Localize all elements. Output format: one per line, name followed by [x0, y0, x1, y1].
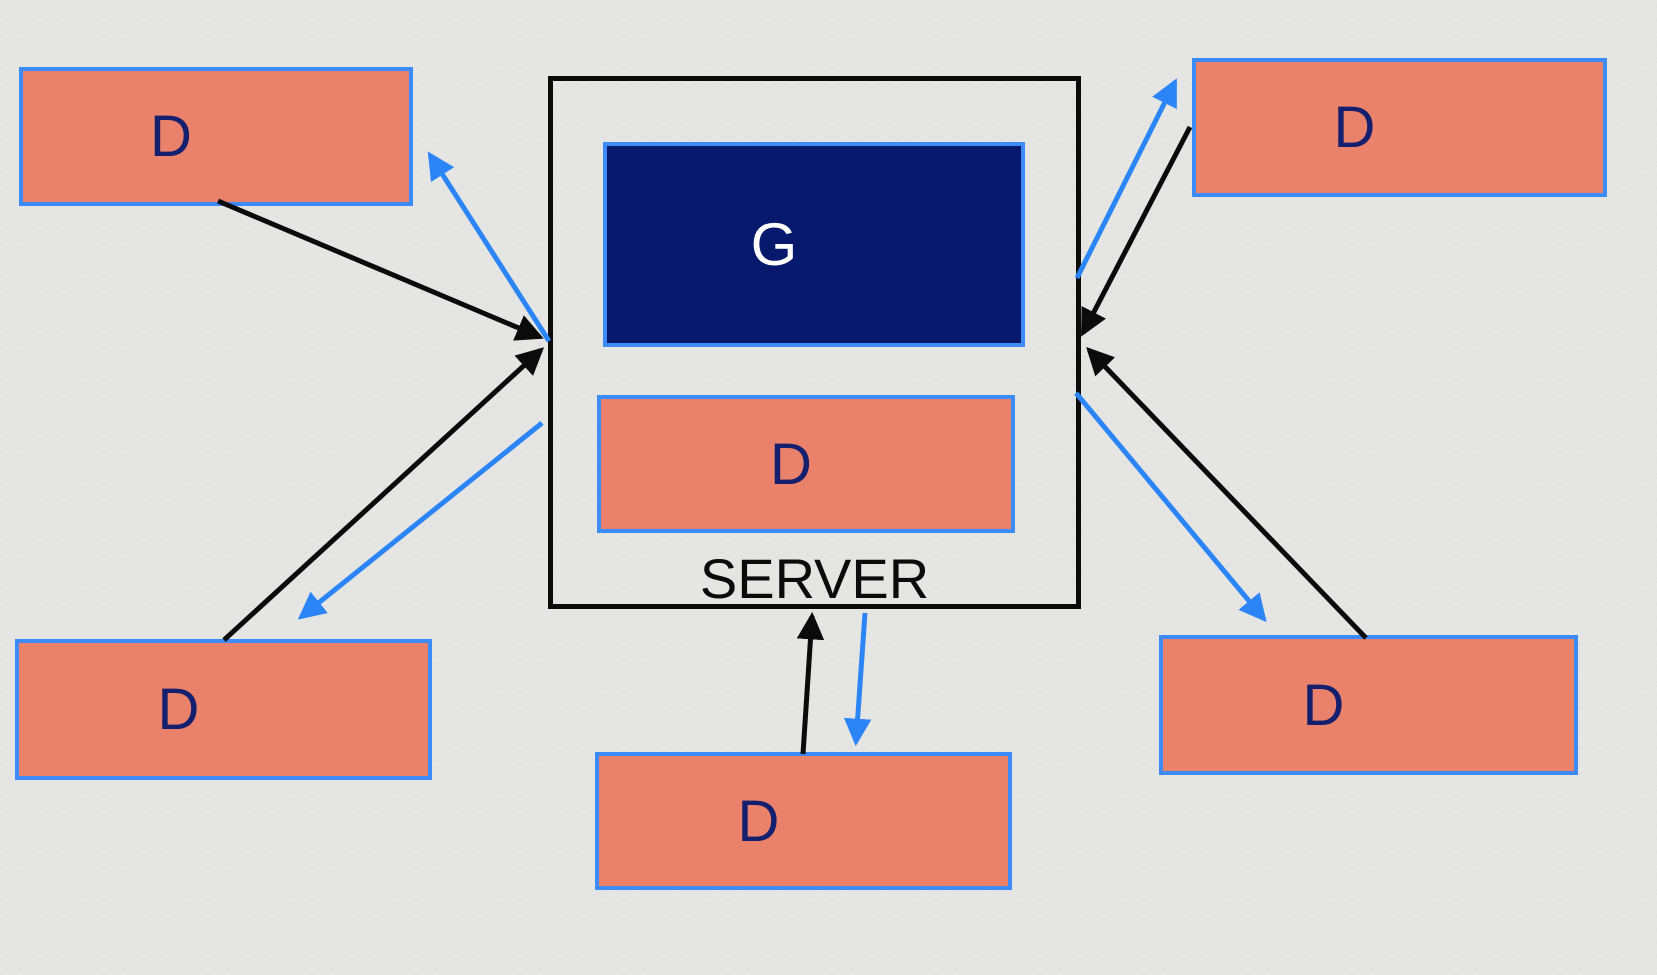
arrow-server-to-client-top-left: [427, 151, 552, 343]
arrow-client-top-right-to-server: [1080, 125, 1193, 337]
client-label: D: [150, 104, 192, 169]
arrow-server-to-client-bottom-right: [1074, 391, 1267, 623]
server-label: SERVER: [699, 547, 930, 610]
client-label: D: [157, 677, 200, 742]
client-label: D: [737, 788, 780, 854]
client-box-bottom-center: D: [595, 752, 1012, 890]
generator-box: G: [603, 142, 1025, 347]
client-label: D: [1302, 672, 1345, 738]
arrow-server-to-client-top-right: [1074, 78, 1178, 280]
arrow-client-bottom-right-to-server: [1086, 347, 1368, 640]
client-box-bottom-right: D: [1159, 635, 1578, 775]
server-box: G D SERVER: [548, 76, 1081, 609]
arrow-server-to-client-bottom-left: [297, 421, 544, 620]
generator-label: G: [750, 211, 798, 278]
client-box-top-right: D: [1192, 58, 1607, 197]
client-label: D: [1333, 95, 1376, 160]
arrow-client-bottom-center-to-server: [796, 611, 825, 755]
arrow-client-bottom-left-to-server: [222, 347, 545, 642]
server-discriminator-box: D: [597, 395, 1015, 533]
client-box-bottom-left: D: [15, 639, 432, 780]
client-box-top-left: D: [19, 67, 413, 206]
server-discriminator-label: D: [770, 431, 812, 497]
arrow-server-to-client-bottom-center: [843, 612, 872, 747]
arrow-client-top-left-to-server: [217, 198, 544, 341]
